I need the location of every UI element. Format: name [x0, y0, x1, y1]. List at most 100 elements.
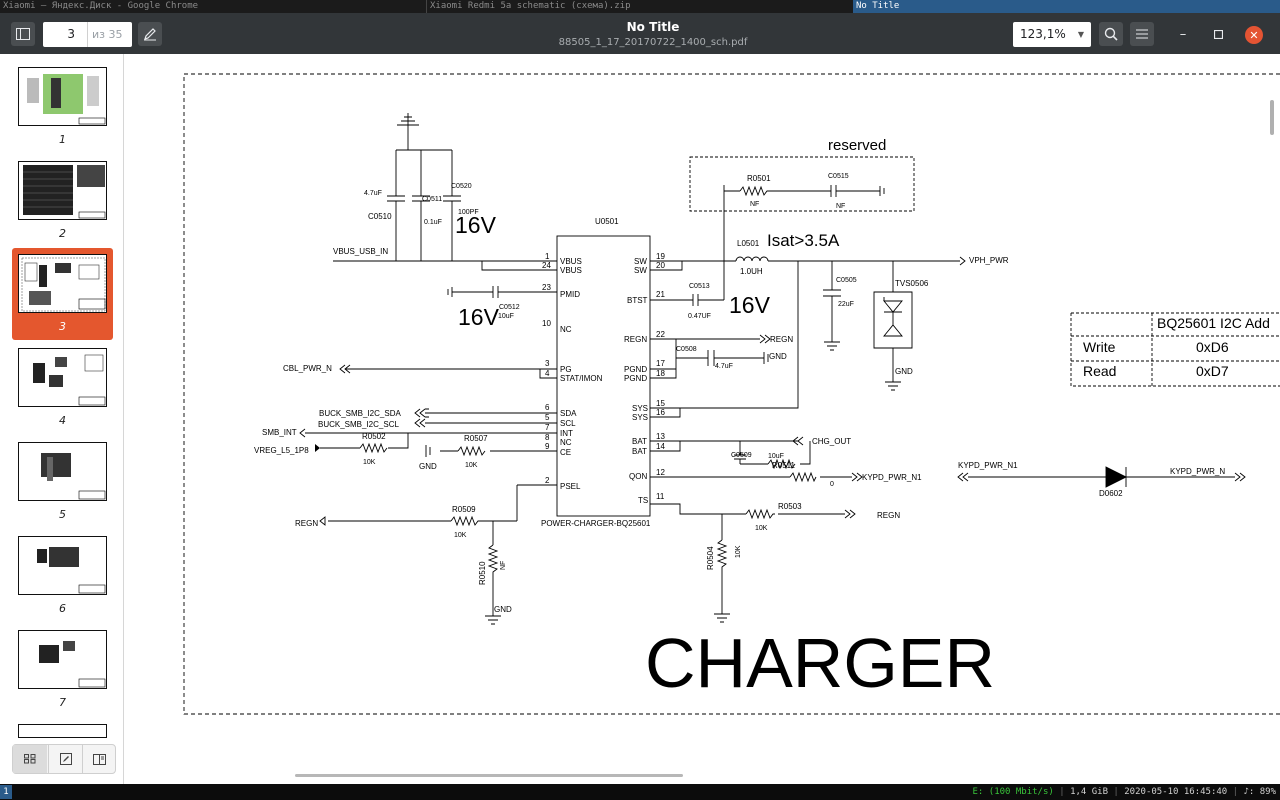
- edit-note-icon: [59, 753, 72, 765]
- pin-number: 20: [656, 261, 665, 270]
- thumbnail-image: [18, 161, 107, 220]
- thumbnail-image: [18, 67, 107, 126]
- pin-name: PGND: [624, 374, 647, 383]
- thumbnail-label: 3: [59, 320, 66, 333]
- vertical-scrollbar[interactable]: [1270, 100, 1274, 135]
- component-value: 10K: [755, 525, 768, 532]
- net-label: BUCK_SMB_I2C_SCL: [318, 420, 399, 429]
- component-ref: R0502: [362, 432, 386, 441]
- pin-name: PMID: [560, 290, 580, 299]
- net-label: KYPD_PWR_N1: [958, 461, 1018, 470]
- pin-name: SDA: [560, 409, 577, 418]
- thumbnail-image: [18, 442, 107, 501]
- component-ref: C0511: [422, 196, 442, 203]
- component-ref: C0520: [451, 183, 472, 190]
- thumbnail-image: [18, 630, 107, 689]
- net-label: VREG_L5_1P8: [254, 446, 309, 455]
- sidebar-toggle-button[interactable]: [11, 22, 35, 46]
- horizontal-scrollbar[interactable]: [295, 774, 683, 777]
- i2c-addr: 0xD7: [1196, 363, 1229, 379]
- pin-number: 18: [656, 369, 665, 378]
- wm-tab-chrome[interactable]: Xiaomi — Яндекс.Диск - Google Chrome: [3, 1, 199, 11]
- pin-name: QON: [629, 472, 647, 481]
- thumbnail-page-8[interactable]: [12, 718, 113, 738]
- pin-number: 2: [545, 476, 550, 485]
- component-ref: L0501: [737, 239, 760, 248]
- hamburger-icon: [1136, 29, 1148, 39]
- thumbnail-page-1[interactable]: 1: [12, 61, 113, 153]
- component-ref: C0508: [676, 346, 697, 353]
- close-button[interactable]: ✕: [1245, 26, 1263, 44]
- component-value: 22uF: [838, 301, 854, 308]
- voltage-note: 16V: [458, 304, 500, 330]
- pin-number: 11: [656, 492, 665, 501]
- wm-tab-pdf[interactable]: No Title: [853, 0, 1280, 13]
- annotate-button[interactable]: [138, 22, 162, 46]
- datetime: 2020-05-10 16:45:40: [1124, 787, 1228, 797]
- net-label: BUCK_SMB_I2C_SDA: [319, 409, 401, 418]
- net-label: KYPD_PWR_N: [1170, 467, 1225, 476]
- minimize-button[interactable]: –: [1174, 25, 1192, 43]
- thumbnail-page-3[interactable]: 3: [12, 248, 113, 340]
- gnd-label: GND: [895, 367, 913, 376]
- search-icon: [1104, 27, 1118, 41]
- pin-number: 7: [545, 423, 550, 432]
- thumbnail-page-6[interactable]: 6: [12, 530, 113, 622]
- schematic-title: CHARGER: [645, 624, 995, 702]
- close-icon: ✕: [1249, 28, 1259, 42]
- pin-name: SCL: [560, 419, 576, 428]
- pin-number: 10: [542, 319, 551, 328]
- thumbnail-image: [18, 536, 107, 595]
- thumbnail-page-2[interactable]: 2: [12, 155, 113, 247]
- component-ref: R0509: [452, 505, 476, 514]
- isat-note: Isat>3.5A: [767, 231, 840, 250]
- voltage-note: 16V: [455, 212, 497, 238]
- pin-name: STAT/IMON: [560, 374, 603, 383]
- component-ref: R0510: [478, 561, 487, 585]
- component-value: 10uF: [498, 313, 514, 320]
- wm-tab-zip[interactable]: Xiaomi Redmi 5a schematic (схема).zip: [426, 0, 853, 13]
- pen-icon: [144, 28, 156, 41]
- gnd-label: GND: [769, 352, 787, 361]
- zoom-select[interactable]: 123,1% ▼: [1013, 22, 1091, 47]
- pin-name: VBUS: [560, 257, 582, 266]
- document-viewport[interactable]: U0501 POWER-CHARGER-BQ25601 1 VBUS 24 VB…: [124, 54, 1280, 784]
- i2c-table-title: BQ25601 I2C Add: [1157, 315, 1270, 331]
- component-value: 10K: [465, 462, 478, 469]
- maximize-button[interactable]: [1209, 25, 1227, 43]
- search-button[interactable]: [1099, 22, 1123, 46]
- net-label: CHG_OUT: [812, 437, 851, 446]
- thumbnail-page-7[interactable]: 7: [12, 624, 113, 716]
- thumbnail-page-4[interactable]: 4: [12, 342, 113, 434]
- pin-number: 4: [545, 369, 550, 378]
- pin-name: NC: [560, 325, 572, 334]
- component-ref: C0512: [499, 304, 520, 311]
- annotations-view-button[interactable]: [48, 745, 82, 773]
- thumbnail-label: 1: [59, 133, 66, 146]
- component-value: 10uF: [768, 453, 784, 460]
- net-label: CBL_PWR_N: [283, 364, 332, 373]
- thumbnail-page-5[interactable]: 5: [12, 436, 113, 528]
- i2c-addr: 0xD6: [1196, 339, 1229, 355]
- system-status-bar: 1 E: (100 Mbit/s) | 1,4 GiB | 2020-05-10…: [0, 784, 1280, 800]
- net-label: REGN: [770, 335, 793, 344]
- component-value: 4.7uF: [364, 190, 382, 197]
- network-status: E: (100 Mbit/s): [972, 787, 1054, 797]
- net-label: SMB_INT: [262, 428, 297, 437]
- workspace-indicator[interactable]: 1: [0, 785, 12, 799]
- pin-number: 5: [545, 413, 550, 422]
- pdf-toolbar: 3 из 35 No Title 88505_1_17_20170722_140…: [0, 13, 1280, 54]
- pin-name: SYS: [632, 404, 648, 413]
- component-ref: C0513: [689, 283, 710, 290]
- outline-view-button[interactable]: [82, 745, 116, 773]
- menu-button[interactable]: [1130, 22, 1154, 46]
- page-number-input[interactable]: 3: [67, 27, 75, 41]
- pin-name: VBUS: [560, 266, 582, 275]
- net-label: REGN: [295, 519, 318, 528]
- thumbnail-image: [18, 724, 107, 738]
- component-ref: TVS0506: [895, 279, 929, 288]
- component-value: NF: [750, 201, 759, 208]
- pin-name: SW: [634, 266, 647, 275]
- chip-name: POWER-CHARGER-BQ25601: [541, 519, 651, 528]
- thumbnails-view-button[interactable]: [13, 745, 47, 773]
